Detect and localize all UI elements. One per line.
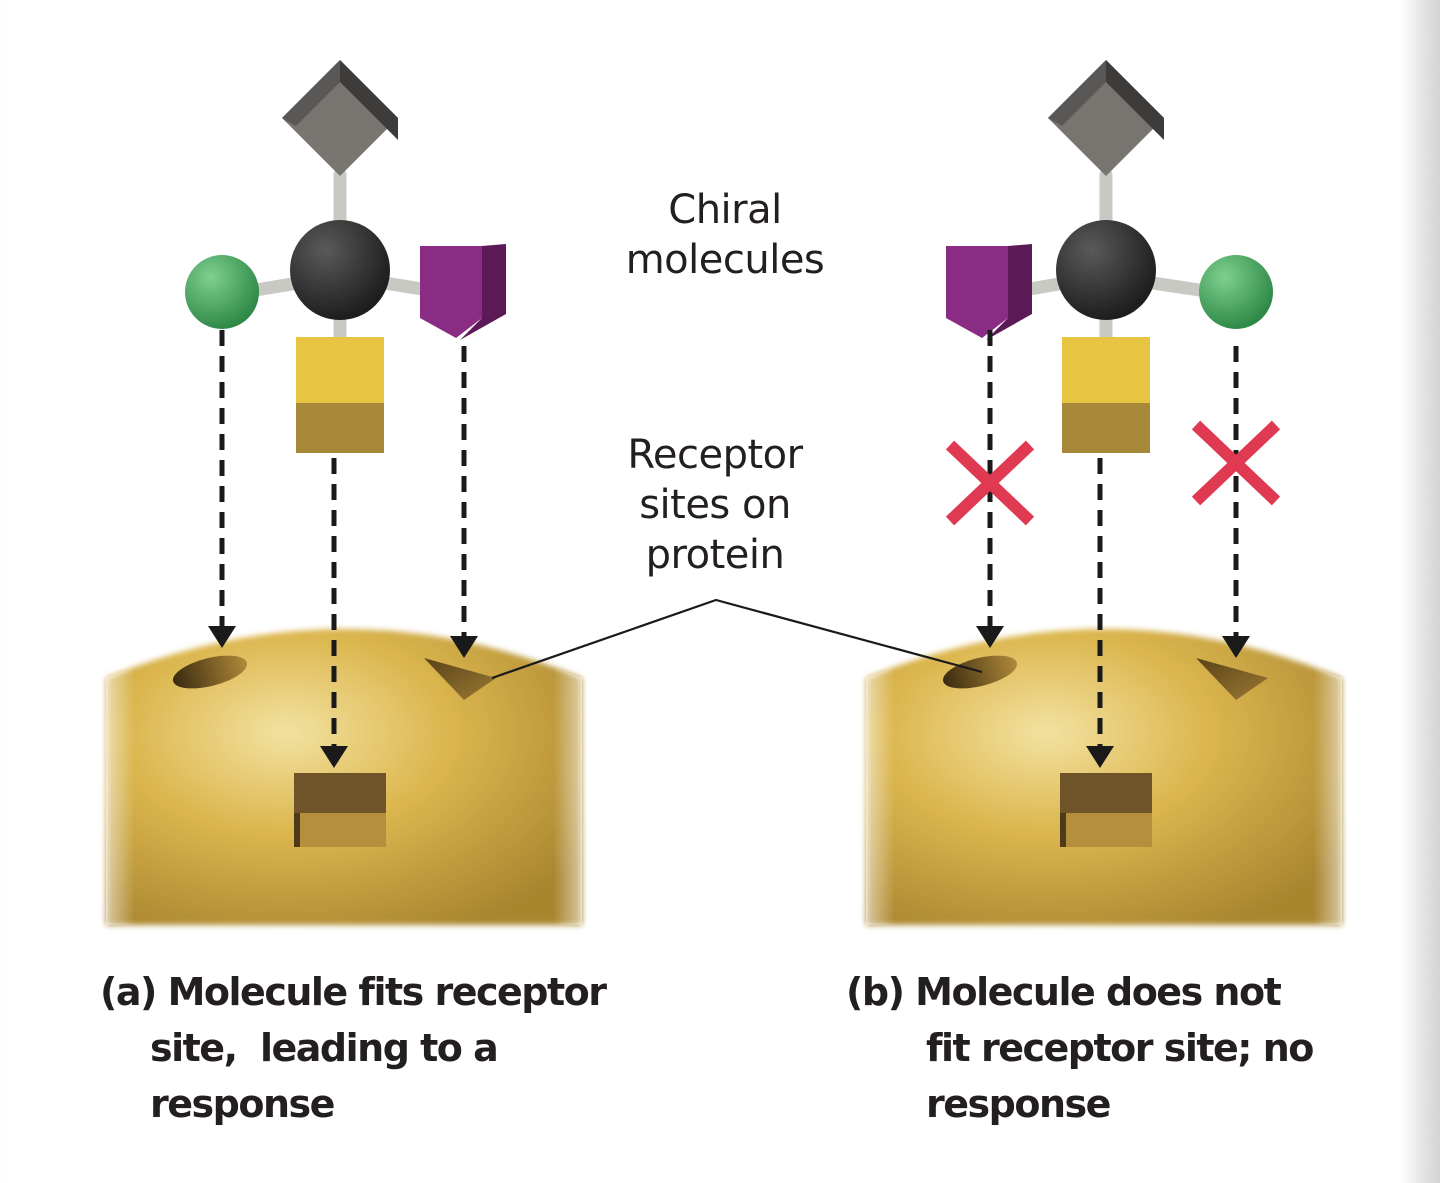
chiral-label-line-1: Chiral xyxy=(668,187,782,233)
green-sphere xyxy=(185,255,259,329)
caption-b-line-2: fit receptor site; no xyxy=(926,1026,1314,1070)
purple-wedge-side xyxy=(460,244,506,340)
yellow-cube-top xyxy=(296,337,384,403)
receptor-site-square-top xyxy=(1060,773,1152,813)
receptor-site-square-top xyxy=(294,773,386,813)
top-cube-top xyxy=(282,60,340,126)
yellow-cube-top xyxy=(1062,337,1150,403)
chiral-molecules-label: Chiral molecules xyxy=(590,185,860,285)
receptor-label-line-1: Receptor xyxy=(627,432,803,478)
receptor-site-square-bottom xyxy=(1060,813,1152,847)
receptor-site-square-edge xyxy=(1060,813,1066,847)
caption-a-line-1: (a) Molecule fits receptor xyxy=(100,970,607,1014)
caption-a-line-3: response xyxy=(150,1082,335,1126)
protein-b xyxy=(866,629,1342,925)
caption-b-line-1: (b) Molecule does not xyxy=(846,970,1282,1014)
yellow-cube-bottom xyxy=(296,403,384,453)
purple-wedge-front xyxy=(946,246,1008,338)
receptor-label-line-2: sites on xyxy=(639,482,791,528)
top-cube-side xyxy=(340,60,398,140)
protein-a xyxy=(106,629,582,925)
carbon-atom xyxy=(290,220,390,320)
receptor-site-square-edge xyxy=(294,813,300,847)
receptor-site-square-bottom xyxy=(294,813,386,847)
caption-a: (a) Molecule fits receptor site, leading… xyxy=(100,964,607,1132)
arrow-center-head xyxy=(320,746,348,768)
receptor-callout-lines xyxy=(491,598,983,680)
arrow-left-head xyxy=(976,626,1004,648)
mismatch-x-icon xyxy=(945,440,1035,526)
carbon-atom xyxy=(1056,220,1156,320)
purple-wedge-front xyxy=(420,246,482,338)
purple-wedge-side xyxy=(986,244,1032,340)
panel-b xyxy=(866,60,1342,925)
mismatch-x-stroke xyxy=(945,440,1035,526)
yellow-cube-bottom xyxy=(1062,403,1150,453)
caption-b: (b) Molecule does not fit receptor site;… xyxy=(846,964,1314,1132)
receptor-label-line-3: protein xyxy=(645,532,785,578)
caption-b-line-3: response xyxy=(926,1082,1111,1126)
mismatch-x-icon xyxy=(1191,420,1281,506)
top-cube-side xyxy=(1106,60,1164,140)
arrow-right-head xyxy=(1222,636,1250,658)
arrow-right-head xyxy=(450,636,478,658)
green-sphere xyxy=(1199,255,1273,329)
receptor-site-wedge xyxy=(424,658,496,700)
arrow-center-head xyxy=(1086,746,1114,768)
top-cube-top xyxy=(1048,60,1106,126)
receptor-site-oval xyxy=(172,655,248,689)
chiral-label-line-2: molecules xyxy=(625,237,825,283)
caption-a-line-2: site, leading to a xyxy=(150,1026,499,1070)
receptor-site-wedge xyxy=(1196,658,1268,700)
callout-line xyxy=(491,598,983,680)
mismatch-x-stroke xyxy=(1191,420,1281,506)
receptor-sites-label: Receptor sites on protein xyxy=(580,430,850,580)
panel-a xyxy=(106,60,582,925)
arrow-left-head xyxy=(208,626,236,648)
